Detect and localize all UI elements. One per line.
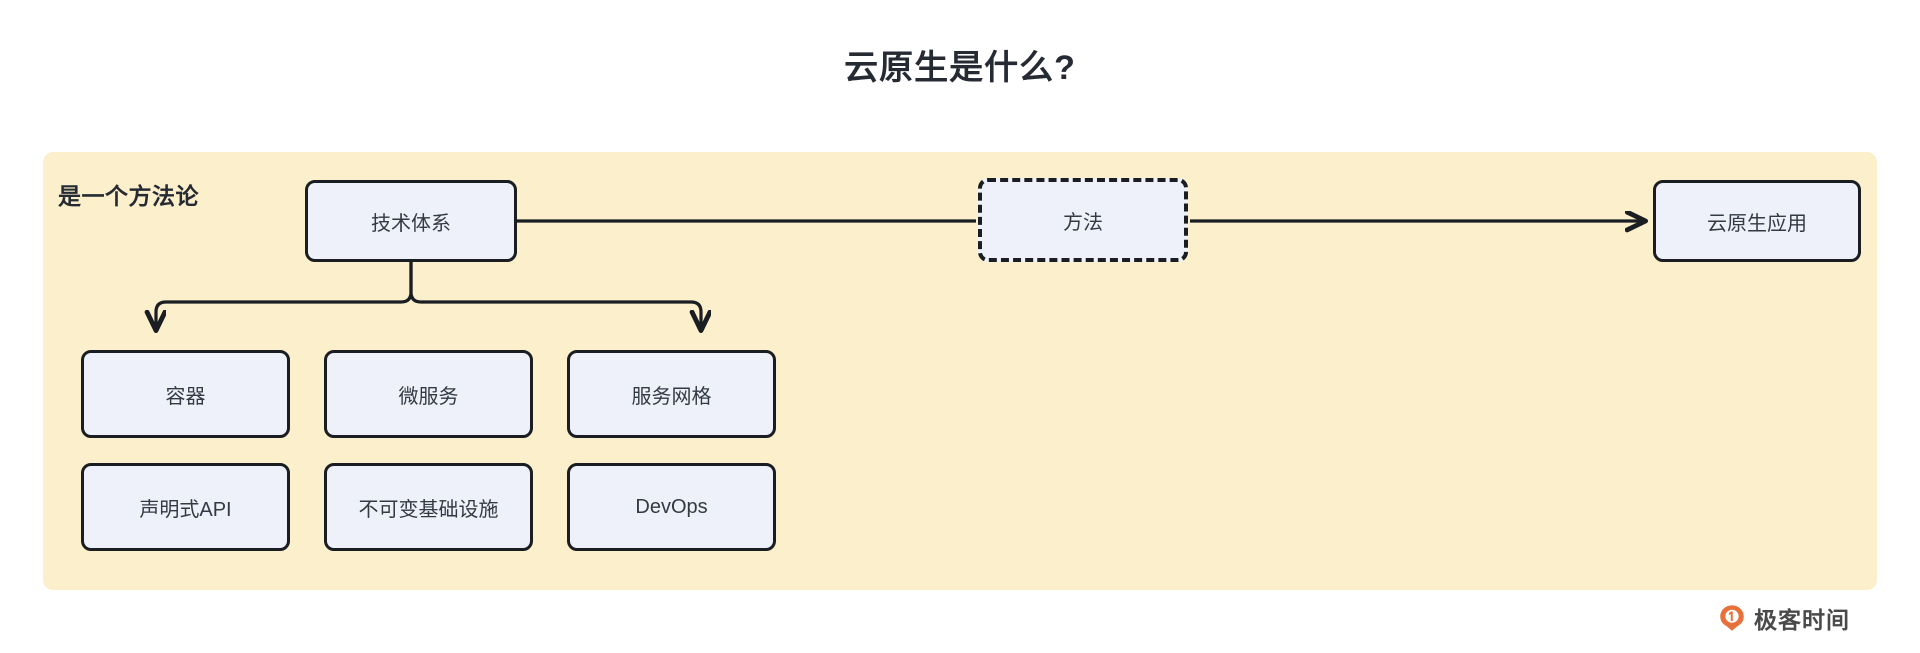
panel-label: 是一个方法论 [58, 183, 199, 209]
brand-logo-text: 极客时间 [1754, 607, 1850, 633]
page-title: 云原生是什么? [844, 49, 1076, 87]
node-method[interactable]: 方法 [978, 178, 1188, 262]
node-component-declarative-api[interactable]: 声明式API [81, 463, 290, 551]
node-component-container[interactable]: 容器 [81, 350, 290, 438]
edge-tech-branch-left [156, 260, 413, 330]
node-component-devops[interactable]: DevOps [567, 463, 776, 551]
node-tech-system[interactable]: 技术体系 [305, 180, 517, 262]
geektime-logo-icon [1720, 605, 1744, 631]
methodology-panel: 是一个方法论 技术体系 方法 云原生应用 容器 微服务 服务网格 声明式API … [43, 152, 1877, 590]
node-cloud-native-app[interactable]: 云原生应用 [1653, 180, 1861, 262]
brand-logo: 极客时间 [1718, 601, 1850, 635]
node-component-service-mesh[interactable]: 服务网格 [567, 350, 776, 438]
edge-tech-branch-right [409, 260, 701, 330]
node-component-microservices[interactable]: 微服务 [324, 350, 533, 438]
node-component-immutable-infrastructure[interactable]: 不可变基础设施 [324, 463, 533, 551]
